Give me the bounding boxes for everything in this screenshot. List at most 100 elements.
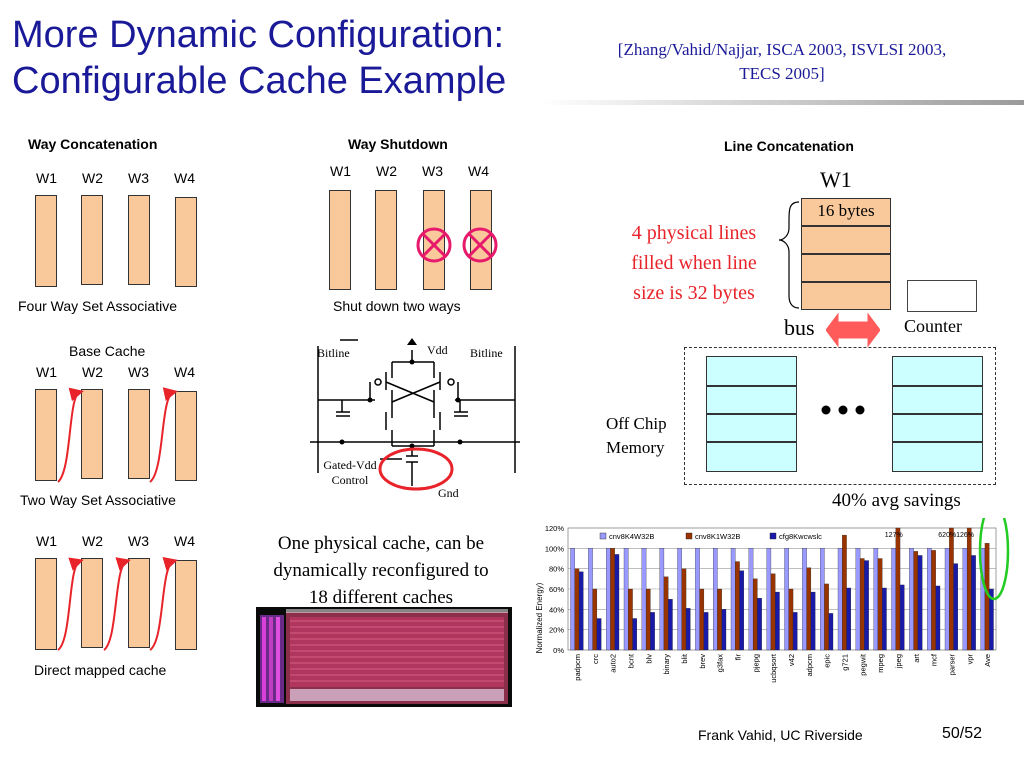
x-tick-label: ucbqsort [769, 653, 778, 683]
bar-cfg8Kwcwslc-pegwit [864, 560, 869, 651]
bar-cnv8K1W32B-bcnt [628, 588, 633, 651]
bar-cfg8Kwcwslc-jpeg [899, 584, 905, 651]
bar-cnv8K4W32B-bcnt [623, 548, 629, 651]
bar-cnv8K4W32B-pegwit [855, 548, 861, 651]
y-tick-label: 20% [549, 626, 564, 635]
y-tick-label: 80% [549, 565, 564, 574]
bar-annotation: 127% [885, 532, 903, 539]
ellipsis-icon [821, 405, 865, 415]
way-block [175, 197, 197, 287]
x-tick-label: art [912, 653, 921, 663]
way-concatenation-header: Way Concatenation [28, 136, 158, 152]
cache-line: 16 bytes [801, 198, 891, 226]
x-tick-label: pjepg [751, 654, 760, 672]
x-tick-label: fir [733, 654, 742, 661]
summary-line-2: dynamically reconfigured to [273, 560, 489, 581]
bar-cnv8K1W32B-fir [735, 561, 740, 651]
x-tick-label: vpr [965, 654, 974, 665]
reconfiguration-summary: One physical cache, can be dynamically r… [246, 530, 516, 611]
w1-label: W1 [330, 163, 351, 179]
bar-annotation: 620% [938, 532, 956, 539]
y-tick-label: 40% [549, 605, 564, 614]
gated-vdd-highlight [378, 447, 454, 491]
base-cache-label: Base Cache [69, 343, 146, 359]
bar-cnv8K4W32B-jpeg [891, 548, 896, 651]
way-block [329, 190, 351, 290]
note-line-2: filled when line [631, 252, 757, 274]
y-tick-label: 120% [545, 524, 565, 533]
w4-label: W4 [174, 170, 195, 186]
shutdown-caption: Shut down two ways [333, 298, 461, 314]
bitline-left-label: Bitline [317, 346, 350, 360]
bitline-right-label: Bitline [470, 346, 503, 360]
way-block [175, 391, 197, 481]
legend-swatch [685, 532, 693, 540]
sram-cell-schematic [310, 338, 520, 491]
w4-label: W4 [174, 364, 195, 380]
way-block [128, 195, 150, 285]
reference-line-2: TECS 2005] [739, 64, 825, 83]
footer-author: Frank Vahid, UC Riverside [698, 727, 863, 743]
bar-cfg8Kwcwslc-ucbqsort [775, 591, 780, 651]
ave-highlight [978, 518, 1010, 601]
memory-line [706, 414, 797, 442]
way-block [423, 190, 445, 290]
title-divider [540, 100, 1024, 105]
x-tick-label: auto2 [609, 654, 618, 673]
bar-cnv8K1W32B-binary [663, 576, 669, 651]
y-tick-label: 60% [549, 585, 564, 594]
bar-cfg8Kwcwslc-blv [650, 612, 655, 651]
bar-cnv8K1W32B-pegwit [859, 558, 865, 651]
bar-cfg8Kwcwslc-fir [739, 570, 744, 651]
way-block [81, 195, 103, 285]
note-line-1: 4 physical lines [631, 222, 757, 244]
way-shutdown-header: Way Shutdown [348, 136, 448, 152]
x-tick-label: pegwit [858, 653, 867, 676]
bar-cfg8Kwcwslc-mcf [935, 585, 941, 651]
bar-cnv8K4W32B-vpr [962, 548, 968, 651]
chart-yticks: 0%20%40%60%80%100%120% [545, 524, 565, 655]
brace-icon [778, 201, 800, 309]
bar-cfg8Kwcwslc-padpcm [578, 571, 584, 651]
x-tick-label: adpcm [805, 654, 814, 677]
y-tick-label: 100% [545, 544, 565, 553]
bar-cfg8Kwcwslc-g721 [846, 587, 851, 651]
concatenation-arrows [57, 387, 178, 483]
w3-label: W3 [422, 163, 443, 179]
bar-cfg8Kwcwslc-binary [668, 599, 673, 651]
bar-cnv8K4W32B-ucbqsort [766, 548, 772, 651]
x-tick-label: crc [591, 654, 600, 664]
x-tick-label: padpcm [573, 654, 582, 681]
bar-cnv8K1W32B-vpr [966, 527, 972, 651]
way-block [35, 389, 57, 481]
memory-line [706, 356, 797, 386]
bar-cnv8K4W32B-v42 [784, 548, 789, 651]
w1-label: W1 [36, 364, 57, 380]
memory-line [706, 386, 797, 414]
bar-cfg8Kwcwslc-art [917, 555, 923, 651]
note-line-3: size is 32 bytes [633, 282, 755, 304]
bar-cnv8K4W32B-padpcm [570, 548, 575, 651]
w3-label: W3 [128, 533, 149, 549]
bar-cfg8Kwcwslc-mpeg [882, 587, 887, 651]
w1-label: W1 [36, 170, 57, 186]
bar-cnv8K4W32B-mcf [927, 548, 932, 651]
summary-line-3: 18 different caches [308, 587, 454, 608]
vdd-label: Vdd [427, 343, 448, 357]
bar-cnv8K4W32B-parser [944, 548, 950, 651]
w2-label: W2 [376, 163, 397, 179]
disabled-x-icon [462, 227, 498, 263]
bar-cnv8K4W32B-blit [677, 548, 682, 651]
x-tick-label: jpeg [894, 654, 903, 669]
x-tick-label: mpeg [876, 654, 885, 673]
bar-cnv8K4W32B-pjepg [748, 548, 754, 651]
bar-cnv8K4W32B-blv [641, 548, 647, 651]
slide-title: More Dynamic Configuration: Configurable… [12, 12, 506, 104]
w3-label: W3 [128, 170, 149, 186]
bar-cnv8K1W32B-blit [681, 568, 687, 651]
memory-line [892, 414, 983, 442]
bar-cnv8K1W32B-art [913, 551, 919, 651]
gated-vdd-line-2: Control [331, 473, 369, 487]
four-way-caption: Four Way Set Associative [18, 298, 177, 314]
